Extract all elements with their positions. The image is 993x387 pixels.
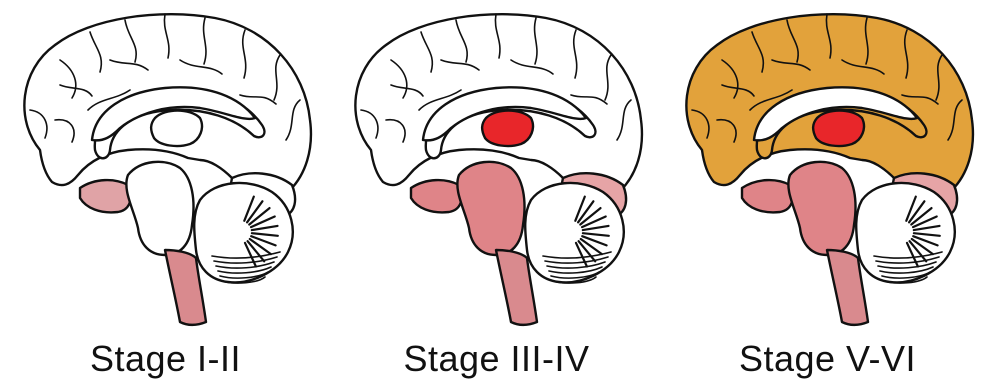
temporal-region: [742, 180, 793, 212]
brain-diagram: [662, 0, 993, 330]
panel-stage-1-2: Stage I-II: [0, 0, 331, 387]
brain-diagram: [0, 0, 331, 330]
thalamus-region: [482, 111, 533, 147]
brain-diagram: [331, 0, 662, 330]
stage-label: Stage III-IV: [331, 338, 662, 380]
stage-label: Stage I-II: [0, 338, 331, 380]
panel-stage-5-6: Stage V-VI: [662, 0, 993, 387]
temporal-region: [80, 180, 131, 212]
thalamus-region: [151, 111, 202, 147]
panel-stage-3-4: Stage III-IV: [331, 0, 662, 387]
midbrain-region: [788, 162, 855, 255]
midbrain-region: [457, 162, 524, 255]
thalamus-region: [813, 111, 864, 147]
temporal-region: [411, 180, 462, 212]
midbrain-region: [126, 162, 193, 255]
stage-label: Stage V-VI: [662, 338, 993, 380]
